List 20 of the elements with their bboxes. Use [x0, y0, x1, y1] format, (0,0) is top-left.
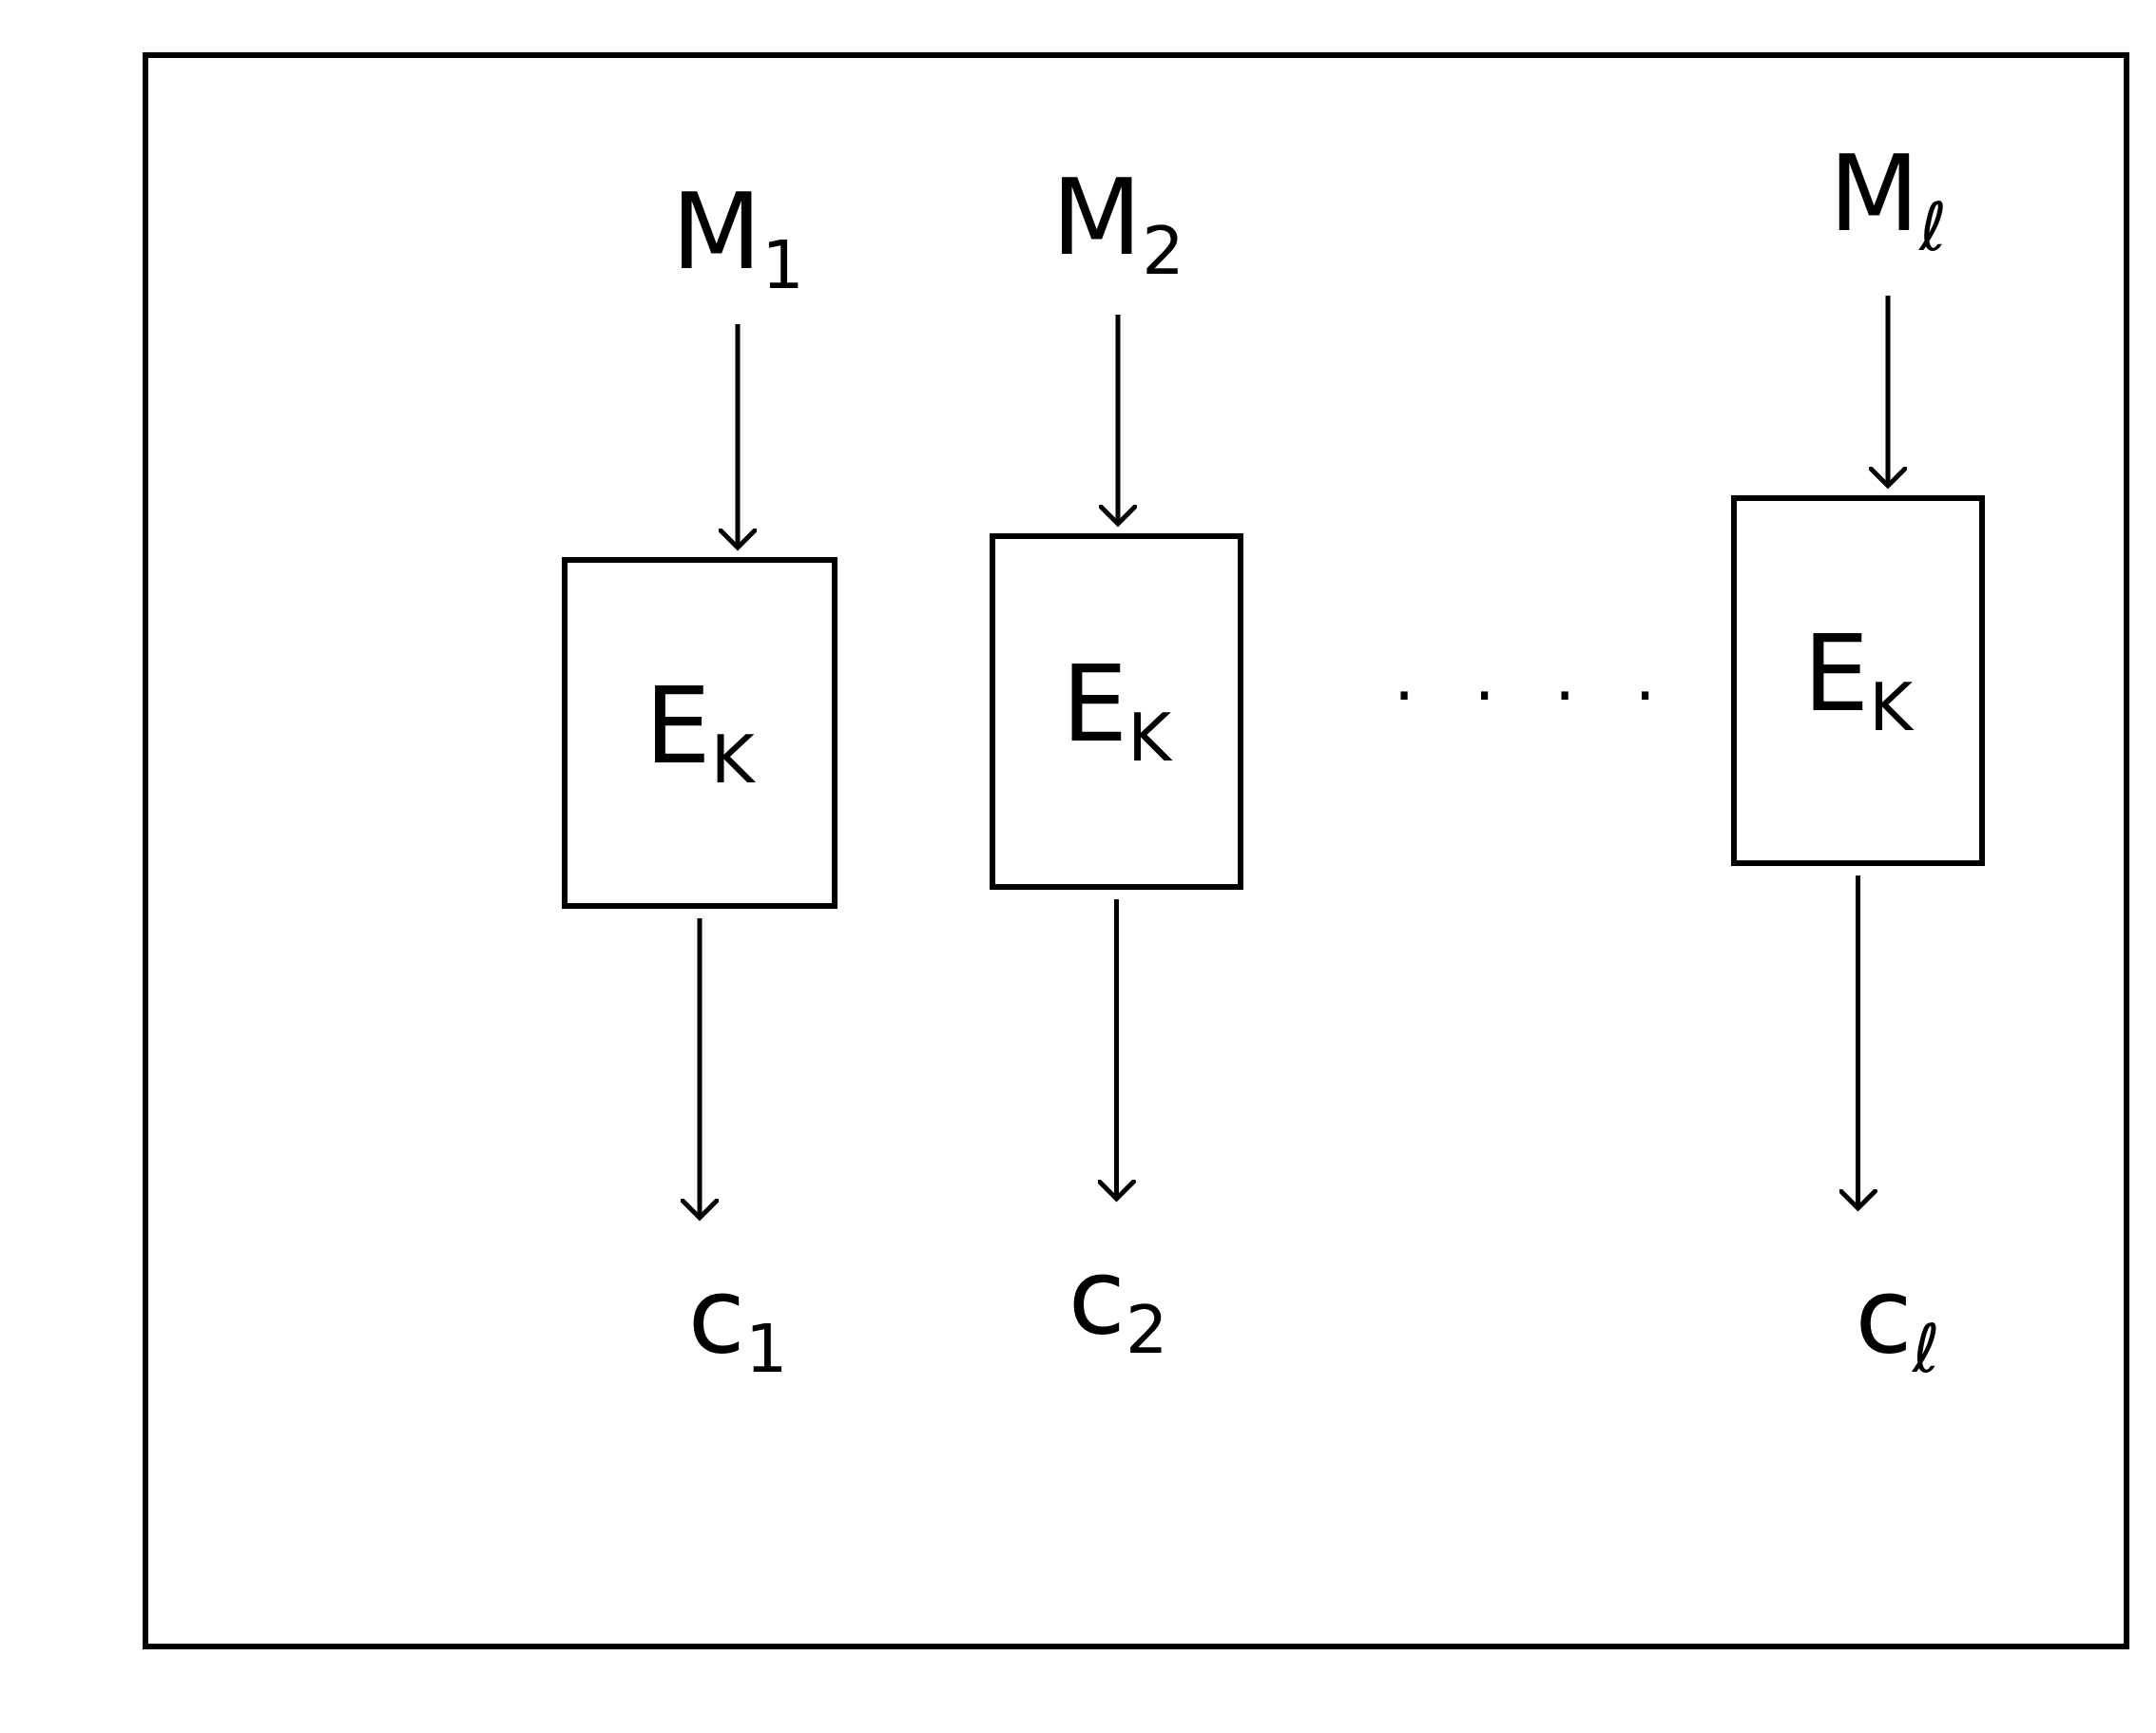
math-symbol: c$_{1}$ — [687, 1262, 788, 1382]
encoder-box — [562, 557, 837, 909]
arrow — [1868, 296, 1908, 489]
math-symbol: E$_{K}$ — [645, 673, 755, 793]
ellipsis: · · · · — [1394, 657, 1675, 735]
outer-frame — [143, 52, 2129, 1649]
math-symbol: c$_{ℓ}$ — [1855, 1262, 1940, 1382]
encoder-box — [990, 533, 1243, 890]
encoder-box — [1731, 495, 1985, 866]
math-symbol: M$_{2}$ — [1051, 164, 1184, 284]
arrow — [1098, 315, 1138, 527]
arrow — [1838, 876, 1877, 1211]
arrow — [718, 324, 758, 550]
math-symbol: E$_{K}$ — [1802, 621, 1914, 741]
math-symbol: M$_{1}$ — [671, 179, 804, 298]
math-symbol: E$_{K}$ — [1061, 652, 1172, 771]
math-symbol: c$_{2}$ — [1068, 1243, 1168, 1363]
arrow — [1097, 899, 1136, 1202]
math-symbol: M$_{ℓ}$ — [1829, 141, 1947, 260]
arrow — [680, 918, 720, 1221]
